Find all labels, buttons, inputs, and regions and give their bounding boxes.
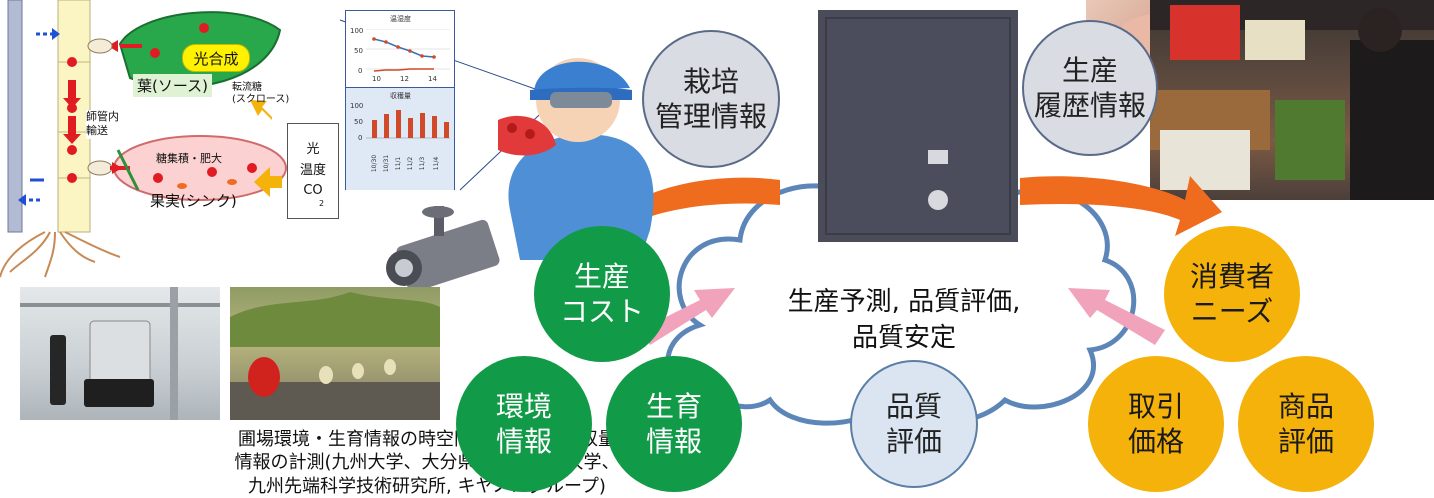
cloud-text-line-2: 品質安定 bbox=[851, 323, 956, 354]
photosynthesis-badge: 光合成 bbox=[182, 44, 250, 72]
consumer-needs-label: 消費者 ニーズ bbox=[1189, 260, 1274, 328]
xtick-bottom-1: 10/31 bbox=[383, 154, 391, 173]
mini-chart-top-plot bbox=[366, 29, 450, 72]
co2-subscript: 2 bbox=[319, 199, 325, 208]
xtick-bottom-5: 11/4 bbox=[433, 156, 441, 171]
phloem-label: 師管内 輸送 bbox=[86, 110, 119, 139]
consumer-needs-circle: 消費者 ニーズ bbox=[1164, 226, 1300, 362]
cloud-text: 生産予測, 品質評価, 品質安定 bbox=[744, 284, 1064, 357]
mini-chart-panel: 温湿度 100 50 0 10 12 14 収穫量 100 50 0 bbox=[345, 10, 455, 190]
quality-eval-circle: 品質 評価 bbox=[850, 360, 978, 488]
env-factor-text: 光 温度 CO bbox=[299, 141, 326, 199]
ytick-top-2: 0 bbox=[358, 67, 363, 75]
history-info-circle: 生産 履歴情報 bbox=[1022, 20, 1158, 156]
xtick-bottom-0: 10/30 bbox=[371, 154, 379, 173]
ytick-bottom-0: 100 bbox=[350, 102, 364, 110]
orange-arrow-right bbox=[1020, 176, 1222, 236]
ytick-bottom-1: 50 bbox=[354, 118, 363, 126]
mini-chart-top: 温湿度 100 50 0 10 12 14 bbox=[346, 11, 454, 87]
cultivation-info-label: 栽培 管理情報 bbox=[654, 65, 767, 133]
production-cost-label: 生産 コスト bbox=[559, 260, 644, 328]
caption-line-3: 九州先端科学技術研究所, キヤノングループ) bbox=[248, 475, 606, 497]
xtick-top-1: 12 bbox=[400, 75, 409, 83]
farmer-illustration bbox=[498, 58, 654, 260]
xtick-bottom-2: 11/1 bbox=[395, 156, 403, 171]
xtick-bottom-3: 11/2 bbox=[407, 156, 415, 171]
trade-price-circle: 取引 価格 bbox=[1088, 356, 1224, 492]
sensor-photo bbox=[20, 287, 220, 420]
mini-chart-bottom-plot bbox=[366, 110, 450, 139]
pink-arrow-left bbox=[640, 288, 735, 345]
mini-chart-bottom-title: 収穫量 bbox=[390, 92, 411, 100]
growth-info-label: 生育 情報 bbox=[645, 390, 702, 458]
xtick-top-0: 10 bbox=[372, 75, 381, 83]
trade-price-label: 取引 価格 bbox=[1127, 390, 1184, 458]
pink-arrow-right bbox=[1068, 288, 1165, 345]
camera-icon bbox=[386, 206, 500, 293]
ytick-bottom-2: 0 bbox=[358, 134, 363, 142]
product-eval-circle: 商品 評価 bbox=[1238, 356, 1374, 492]
cultivation-info-circle: 栽培 管理情報 bbox=[642, 30, 780, 168]
market-photo bbox=[1150, 0, 1434, 200]
strawberry-field-photo bbox=[230, 287, 440, 420]
growth-info-circle: 生育 情報 bbox=[606, 356, 742, 492]
plant-diagram bbox=[0, 0, 287, 278]
mini-chart-top-title: 温湿度 bbox=[390, 15, 411, 23]
env-factor-box: 光 温度 CO 2 bbox=[287, 123, 339, 219]
production-cost-circle: 生産 コスト bbox=[534, 226, 670, 362]
xtick-top-2: 14 bbox=[428, 75, 437, 83]
mini-chart-bottom: 収穫量 100 50 0 10/30 10/31 11/1 11/2 11/3 … bbox=[346, 87, 454, 190]
ytick-top-0: 100 bbox=[350, 27, 364, 35]
sugar-accum-label: 糖集積・肥大 bbox=[156, 152, 222, 165]
environment-info-circle: 環境 情報 bbox=[456, 356, 592, 492]
transfer-sugar-label: 転流糖 (スクロース) bbox=[232, 82, 290, 105]
leaf-label: 葉(ソース) bbox=[133, 74, 212, 97]
quality-eval-label: 品質 評価 bbox=[885, 390, 942, 458]
product-eval-label: 商品 評価 bbox=[1277, 390, 1334, 458]
environment-info-label: 環境 情報 bbox=[495, 390, 552, 458]
ytick-top-1: 50 bbox=[354, 47, 363, 55]
orange-arrow-left bbox=[590, 177, 780, 240]
cloud-text-line-1: 生産予測, 品質評価, bbox=[787, 287, 1021, 317]
server-tower bbox=[818, 10, 1018, 242]
history-info-label: 生産 履歴情報 bbox=[1033, 54, 1146, 122]
xtick-bottom-4: 11/3 bbox=[419, 156, 427, 171]
photosynthesis-label: 光合成 bbox=[193, 49, 239, 68]
fruit-label: 果実(シンク) bbox=[150, 192, 237, 210]
